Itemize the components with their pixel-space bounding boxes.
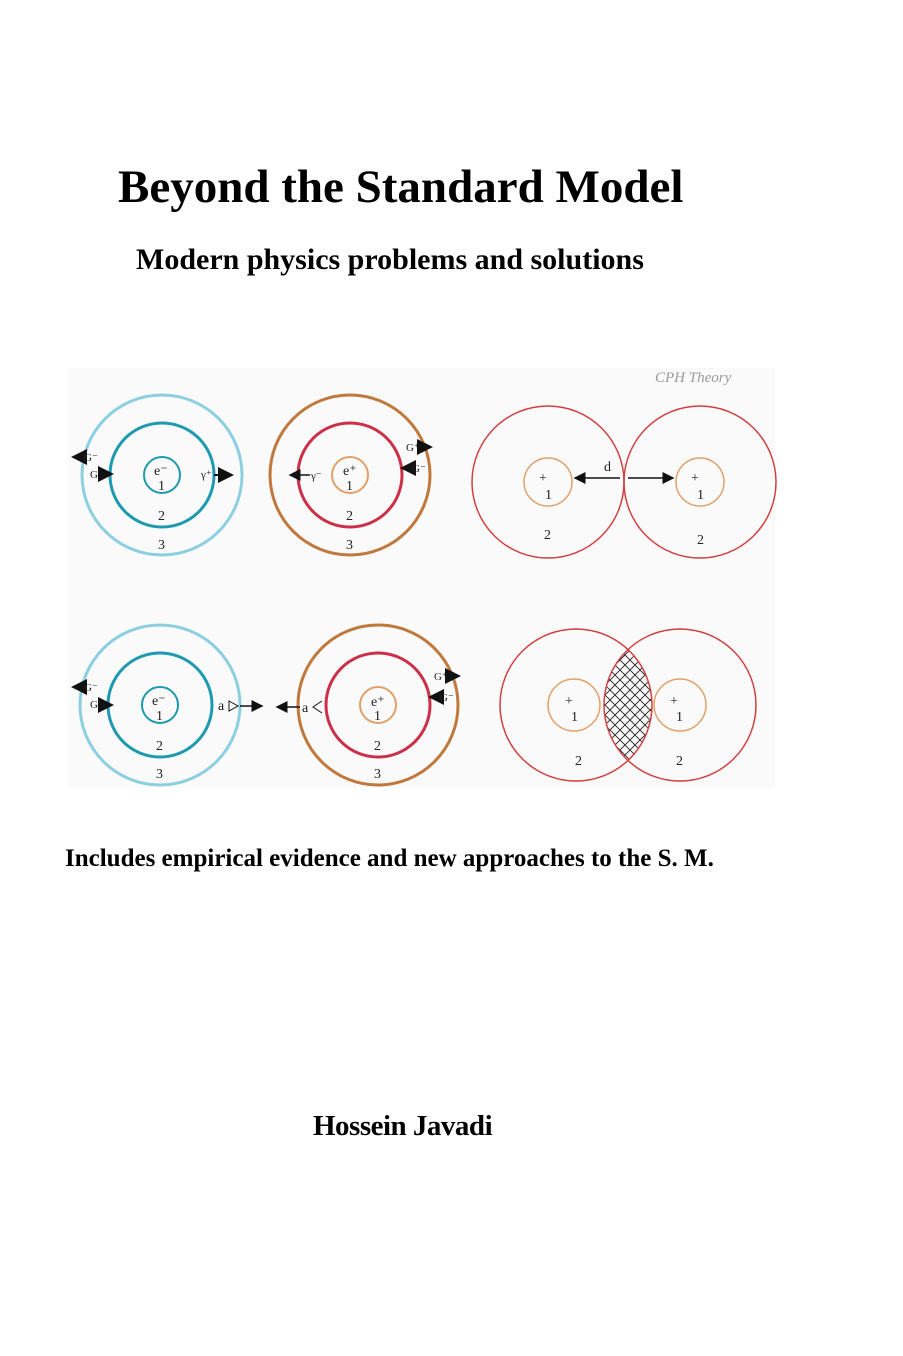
book-tagline: Includes empirical evidence and new appr… bbox=[65, 845, 714, 872]
svg-text:2: 2 bbox=[697, 533, 704, 548]
svg-text:+: + bbox=[539, 471, 547, 486]
svg-text:e⁺: e⁺ bbox=[343, 464, 357, 479]
book-subtitle: Modern physics problems and solutions bbox=[136, 243, 644, 276]
svg-text:a: a bbox=[302, 701, 309, 716]
svg-text:a: a bbox=[218, 699, 225, 714]
svg-text:G⁻: G⁻ bbox=[84, 682, 98, 694]
svg-text:γ⁻: γ⁻ bbox=[310, 470, 322, 482]
svg-text:G⁻: G⁻ bbox=[412, 463, 426, 475]
svg-text:2: 2 bbox=[158, 509, 165, 524]
svg-text:3: 3 bbox=[156, 767, 163, 782]
svg-text:2: 2 bbox=[575, 754, 582, 769]
svg-text:e⁻: e⁻ bbox=[152, 694, 166, 709]
svg-text:2: 2 bbox=[374, 739, 381, 754]
positron-diagram-bottom: e⁺ 1 2 3 a G⁺ G⁻ bbox=[275, 623, 461, 787]
svg-text:+: + bbox=[670, 694, 678, 709]
watermark: CPH Theory bbox=[655, 370, 732, 386]
svg-text:G⁺: G⁺ bbox=[434, 671, 448, 683]
svg-text:G⁻: G⁻ bbox=[440, 692, 454, 704]
svg-text:1: 1 bbox=[374, 709, 381, 724]
svg-text:G⁻: G⁻ bbox=[84, 452, 98, 464]
svg-text:G⁺: G⁺ bbox=[406, 442, 420, 454]
svg-text:1: 1 bbox=[158, 479, 165, 494]
svg-text:e⁻: e⁻ bbox=[154, 464, 168, 479]
book-title: Beyond the Standard Model bbox=[118, 161, 684, 213]
svg-text:1: 1 bbox=[156, 709, 163, 724]
svg-text:2: 2 bbox=[346, 509, 353, 524]
electron-diagram-top: e⁻ 1 2 3 G⁻ G⁺ γ⁺ bbox=[71, 393, 244, 557]
svg-text:1: 1 bbox=[346, 479, 353, 494]
svg-text:1: 1 bbox=[571, 710, 578, 725]
svg-text:γ⁺: γ⁺ bbox=[200, 469, 212, 481]
svg-text:1: 1 bbox=[676, 710, 683, 725]
svg-text:+: + bbox=[691, 471, 699, 486]
electron-diagram-bottom: e⁻ 1 2 3 G⁻ G⁺ a bbox=[71, 623, 264, 787]
svg-text:2: 2 bbox=[676, 754, 683, 769]
svg-text:1: 1 bbox=[697, 488, 704, 503]
positron-diagram-top: e⁺ 1 2 3 γ⁻ G⁺ G⁻ bbox=[268, 393, 433, 557]
svg-text:1: 1 bbox=[545, 488, 552, 503]
svg-text:3: 3 bbox=[374, 767, 381, 782]
svg-text:2: 2 bbox=[156, 739, 163, 754]
charges-separated-diagram: + 1 + 1 2 2 d bbox=[471, 405, 777, 559]
svg-text:2: 2 bbox=[544, 528, 551, 543]
svg-text:d: d bbox=[604, 460, 611, 475]
charges-overlapping-diagram: + 1 + 1 2 2 bbox=[499, 628, 757, 782]
svg-text:3: 3 bbox=[346, 538, 353, 553]
svg-text:e⁺: e⁺ bbox=[371, 695, 385, 710]
svg-text:3: 3 bbox=[158, 538, 165, 553]
svg-text:+: + bbox=[565, 694, 573, 709]
book-author: Hossein Javadi bbox=[313, 1110, 493, 1142]
